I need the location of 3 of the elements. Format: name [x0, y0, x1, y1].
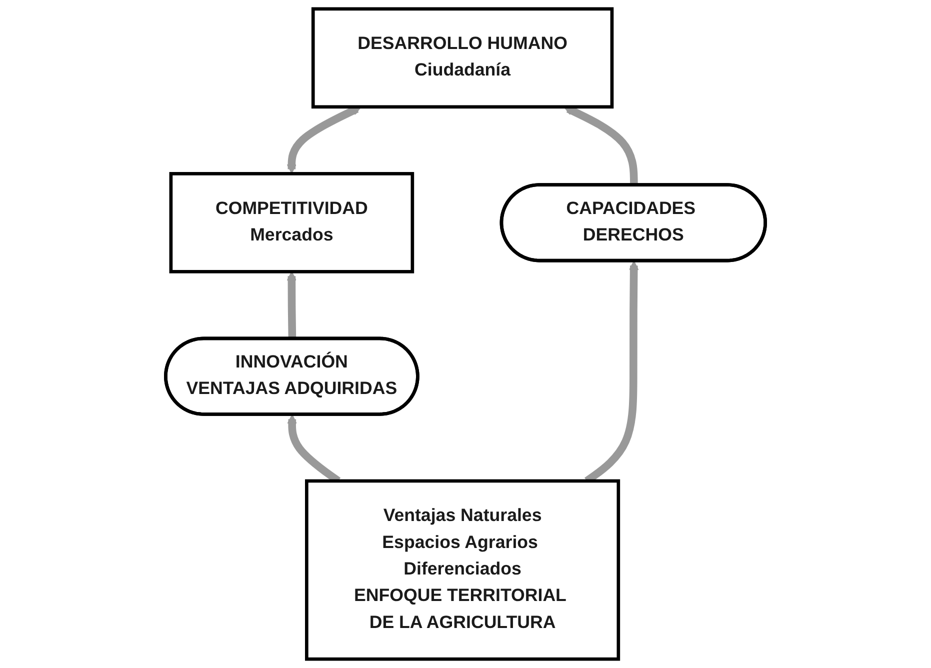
node-box: Ventajas Naturales Espacios Agrarios Diferenciados ENFOQUE TERRITORIAL DE LA AGRICULTURA [305, 479, 620, 661]
node-box: COMPETITIVIDAD Mercados [169, 172, 414, 274]
node-box: DESARROLLO HUMANO Ciudadanía [311, 7, 614, 109]
